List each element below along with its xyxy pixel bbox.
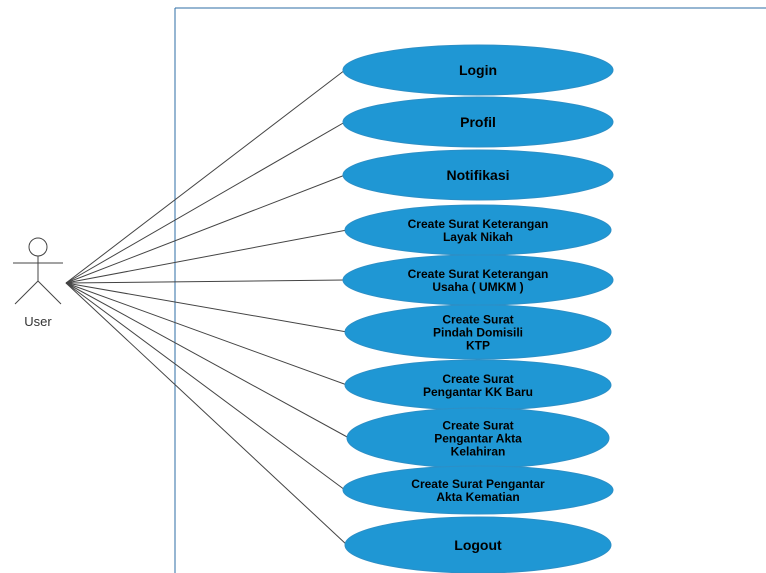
- actor-left-leg: [14, 280, 39, 305]
- use-case-ellipse: [342, 149, 614, 201]
- use-case-ellipse: [344, 304, 612, 360]
- use-case: Notifikasi: [342, 149, 614, 201]
- use-case-label: Logout: [454, 537, 502, 553]
- association-line: [65, 121, 346, 284]
- use-case-label: Create Surat Pengantar: [411, 477, 545, 491]
- use-case: Logout: [344, 516, 612, 573]
- association-line: [65, 282, 348, 546]
- associations: [65, 69, 350, 546]
- use-case-label: Create Surat: [442, 418, 513, 432]
- use-case-label: Akta Kematian: [436, 490, 519, 504]
- association-line: [65, 69, 346, 284]
- actor-user: User: [13, 237, 63, 329]
- association-line: [65, 282, 350, 439]
- use-case-label: Pindah Domisili: [433, 325, 523, 339]
- use-case-label: Pengantar Akta: [434, 431, 522, 445]
- association-line: [65, 174, 346, 284]
- association-line: [65, 282, 348, 386]
- actor-head: [28, 237, 48, 257]
- use-case-ellipse: [342, 96, 614, 148]
- use-case-ellipse: [342, 465, 614, 515]
- use-case-label: KTP: [466, 338, 490, 352]
- use-case-label: Create Surat Keterangan: [408, 217, 549, 231]
- use-case-ellipse: [342, 44, 614, 96]
- use-case-label: Usaha ( UMKM ): [432, 280, 523, 294]
- use-case-ellipse: [344, 516, 612, 573]
- system-boundary: [174, 7, 766, 573]
- association-line: [65, 229, 348, 284]
- use-case-label: Layak Nikah: [443, 230, 513, 244]
- use-case-label: Notifikasi: [446, 167, 509, 183]
- association-line: [65, 279, 346, 284]
- use-case-label: Create Surat: [442, 372, 513, 386]
- use-case-label: Kelahiran: [451, 444, 506, 458]
- use-case-label: Profil: [460, 114, 496, 130]
- use-case: Profil: [342, 96, 614, 148]
- association-line: [65, 282, 348, 333]
- use-case-label: Create Surat Keterangan: [408, 267, 549, 281]
- use-case-label: Create Surat: [442, 312, 513, 326]
- use-case: Login: [342, 44, 614, 96]
- association-line: [65, 282, 346, 491]
- use-case-label: Login: [459, 62, 497, 78]
- actor-right-leg: [37, 280, 62, 305]
- use-case-label: Pengantar KK Baru: [423, 385, 533, 399]
- actor-label: User: [24, 314, 52, 329]
